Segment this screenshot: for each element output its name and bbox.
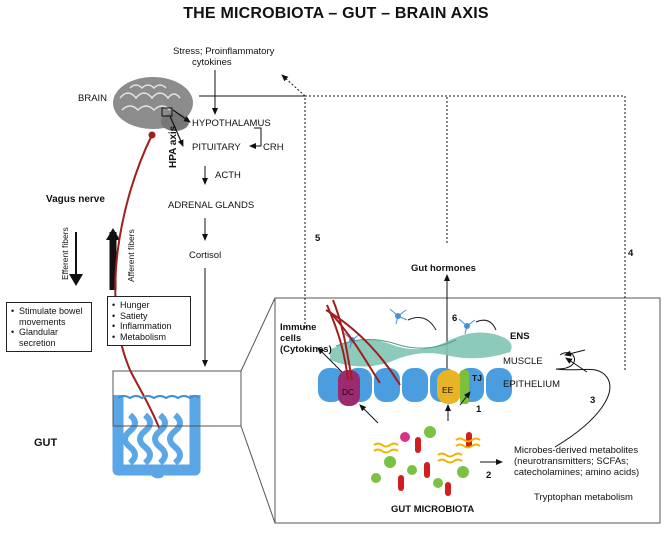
pathway-3-to-muscle-arrow <box>564 349 586 357</box>
hpa-axis-label: HPA axis <box>168 125 179 168</box>
vagus-nerve-label: Vagus nerve <box>46 194 105 205</box>
ee-label: EE <box>442 385 454 395</box>
pathway-5-number: 5 <box>315 233 321 244</box>
pathway-3-curve-top <box>555 352 576 370</box>
crh-arrow <box>249 127 262 149</box>
ens-label: ENS <box>510 331 530 342</box>
gut-hormones-label: Gut hormones <box>411 263 476 274</box>
afferent-effect-item: Inflammation <box>112 321 186 332</box>
microbiota-to-dc-arrow <box>359 404 379 424</box>
gut-icon <box>112 395 201 479</box>
detail-panel <box>274 297 661 524</box>
pathway-5-stress-link <box>281 74 306 97</box>
acth-label: ACTH <box>215 170 241 181</box>
pathway-5-line <box>199 95 306 328</box>
immune-cells-label-line3: (Cytokines) <box>280 344 332 355</box>
zoom-line-bottom <box>240 425 276 524</box>
gut-zoom-box <box>112 370 242 427</box>
vagus-nerve-line <box>114 134 161 431</box>
immune-cells-label-line1: Immune <box>280 322 317 333</box>
pathway-1-arrow <box>459 391 471 406</box>
gut-label: GUT <box>34 437 58 449</box>
dc-cell <box>338 370 360 406</box>
pathway-3-arrow <box>565 357 588 373</box>
gut-bacteria <box>371 426 481 496</box>
pituitary-label: PITUITARY <box>192 142 241 153</box>
efferent-effects-box: Stimulate bowel movements Glandular secr… <box>6 302 92 352</box>
afferent-effect-item: Hunger <box>112 300 186 311</box>
adrenal-glands-label: ADRENAL GLANDS <box>168 200 255 211</box>
immune-arrow <box>317 347 343 373</box>
brain-label: BRAIN <box>78 93 108 104</box>
pathway-6-number: 6 <box>452 313 458 324</box>
metabolites-label-line1: Microbes-derived metabolites <box>514 445 639 456</box>
afferent-fibers-label: Afferent fibers <box>126 229 136 282</box>
tj-label: TJ <box>472 373 482 383</box>
zoom-line-top <box>240 297 276 372</box>
dc-label: DC <box>342 387 355 397</box>
efferent-fibers-label: Efferent fibers <box>60 227 70 280</box>
afferent-effect-item: Metabolism <box>112 332 186 343</box>
metabolites-label-line2: (neurotransmitters; SCFAs; <box>514 456 629 467</box>
hypothalamus-label: HYPOTHALAMUS <box>192 118 271 129</box>
epithelium-label: EPITHELIUM <box>503 379 561 390</box>
immune-fibers <box>325 299 401 386</box>
pathway-3-curve <box>554 368 611 448</box>
pathway-3-number: 3 <box>590 395 596 406</box>
afferent-effects-box: Hunger Satiety Inflammation Metabolism <box>107 296 191 346</box>
hypothalamus-pointer <box>172 109 191 123</box>
afferent-effect-item: Satiety <box>112 311 186 322</box>
efferent-effect-item: Stimulate bowel movements <box>11 306 87 327</box>
stress-label-line1: Stress; Proinflammatory <box>173 46 275 57</box>
gut-microbiota-label: GUT MICROBIOTA <box>391 504 475 515</box>
brain-icon <box>113 77 193 131</box>
pathway-2-number: 2 <box>486 470 492 481</box>
cortisol-label: Cortisol <box>189 250 222 261</box>
immune-cells-label-line2: cells <box>280 333 302 344</box>
ee-cell <box>437 370 461 404</box>
pathway-4-number: 4 <box>628 248 634 259</box>
pathway-4-line <box>199 95 626 370</box>
pathway-1-number: 1 <box>476 404 482 415</box>
diagram-title: THE MICROBIOTA – GUT – BRAIN AXIS <box>183 5 489 22</box>
crh-label: CRH <box>263 142 284 153</box>
muscle-label: MUSCLE <box>503 356 543 367</box>
vagus-nerve-node <box>148 131 156 139</box>
pituitary-pointer <box>169 115 184 147</box>
tryptophan-label: Tryptophan metabolism <box>534 492 633 503</box>
efferent-effect-item: Glandular secretion <box>11 327 87 348</box>
stress-label-line2: cytokines <box>192 57 232 68</box>
metabolites-label-line3: catecholamines; amino acids) <box>514 467 640 478</box>
